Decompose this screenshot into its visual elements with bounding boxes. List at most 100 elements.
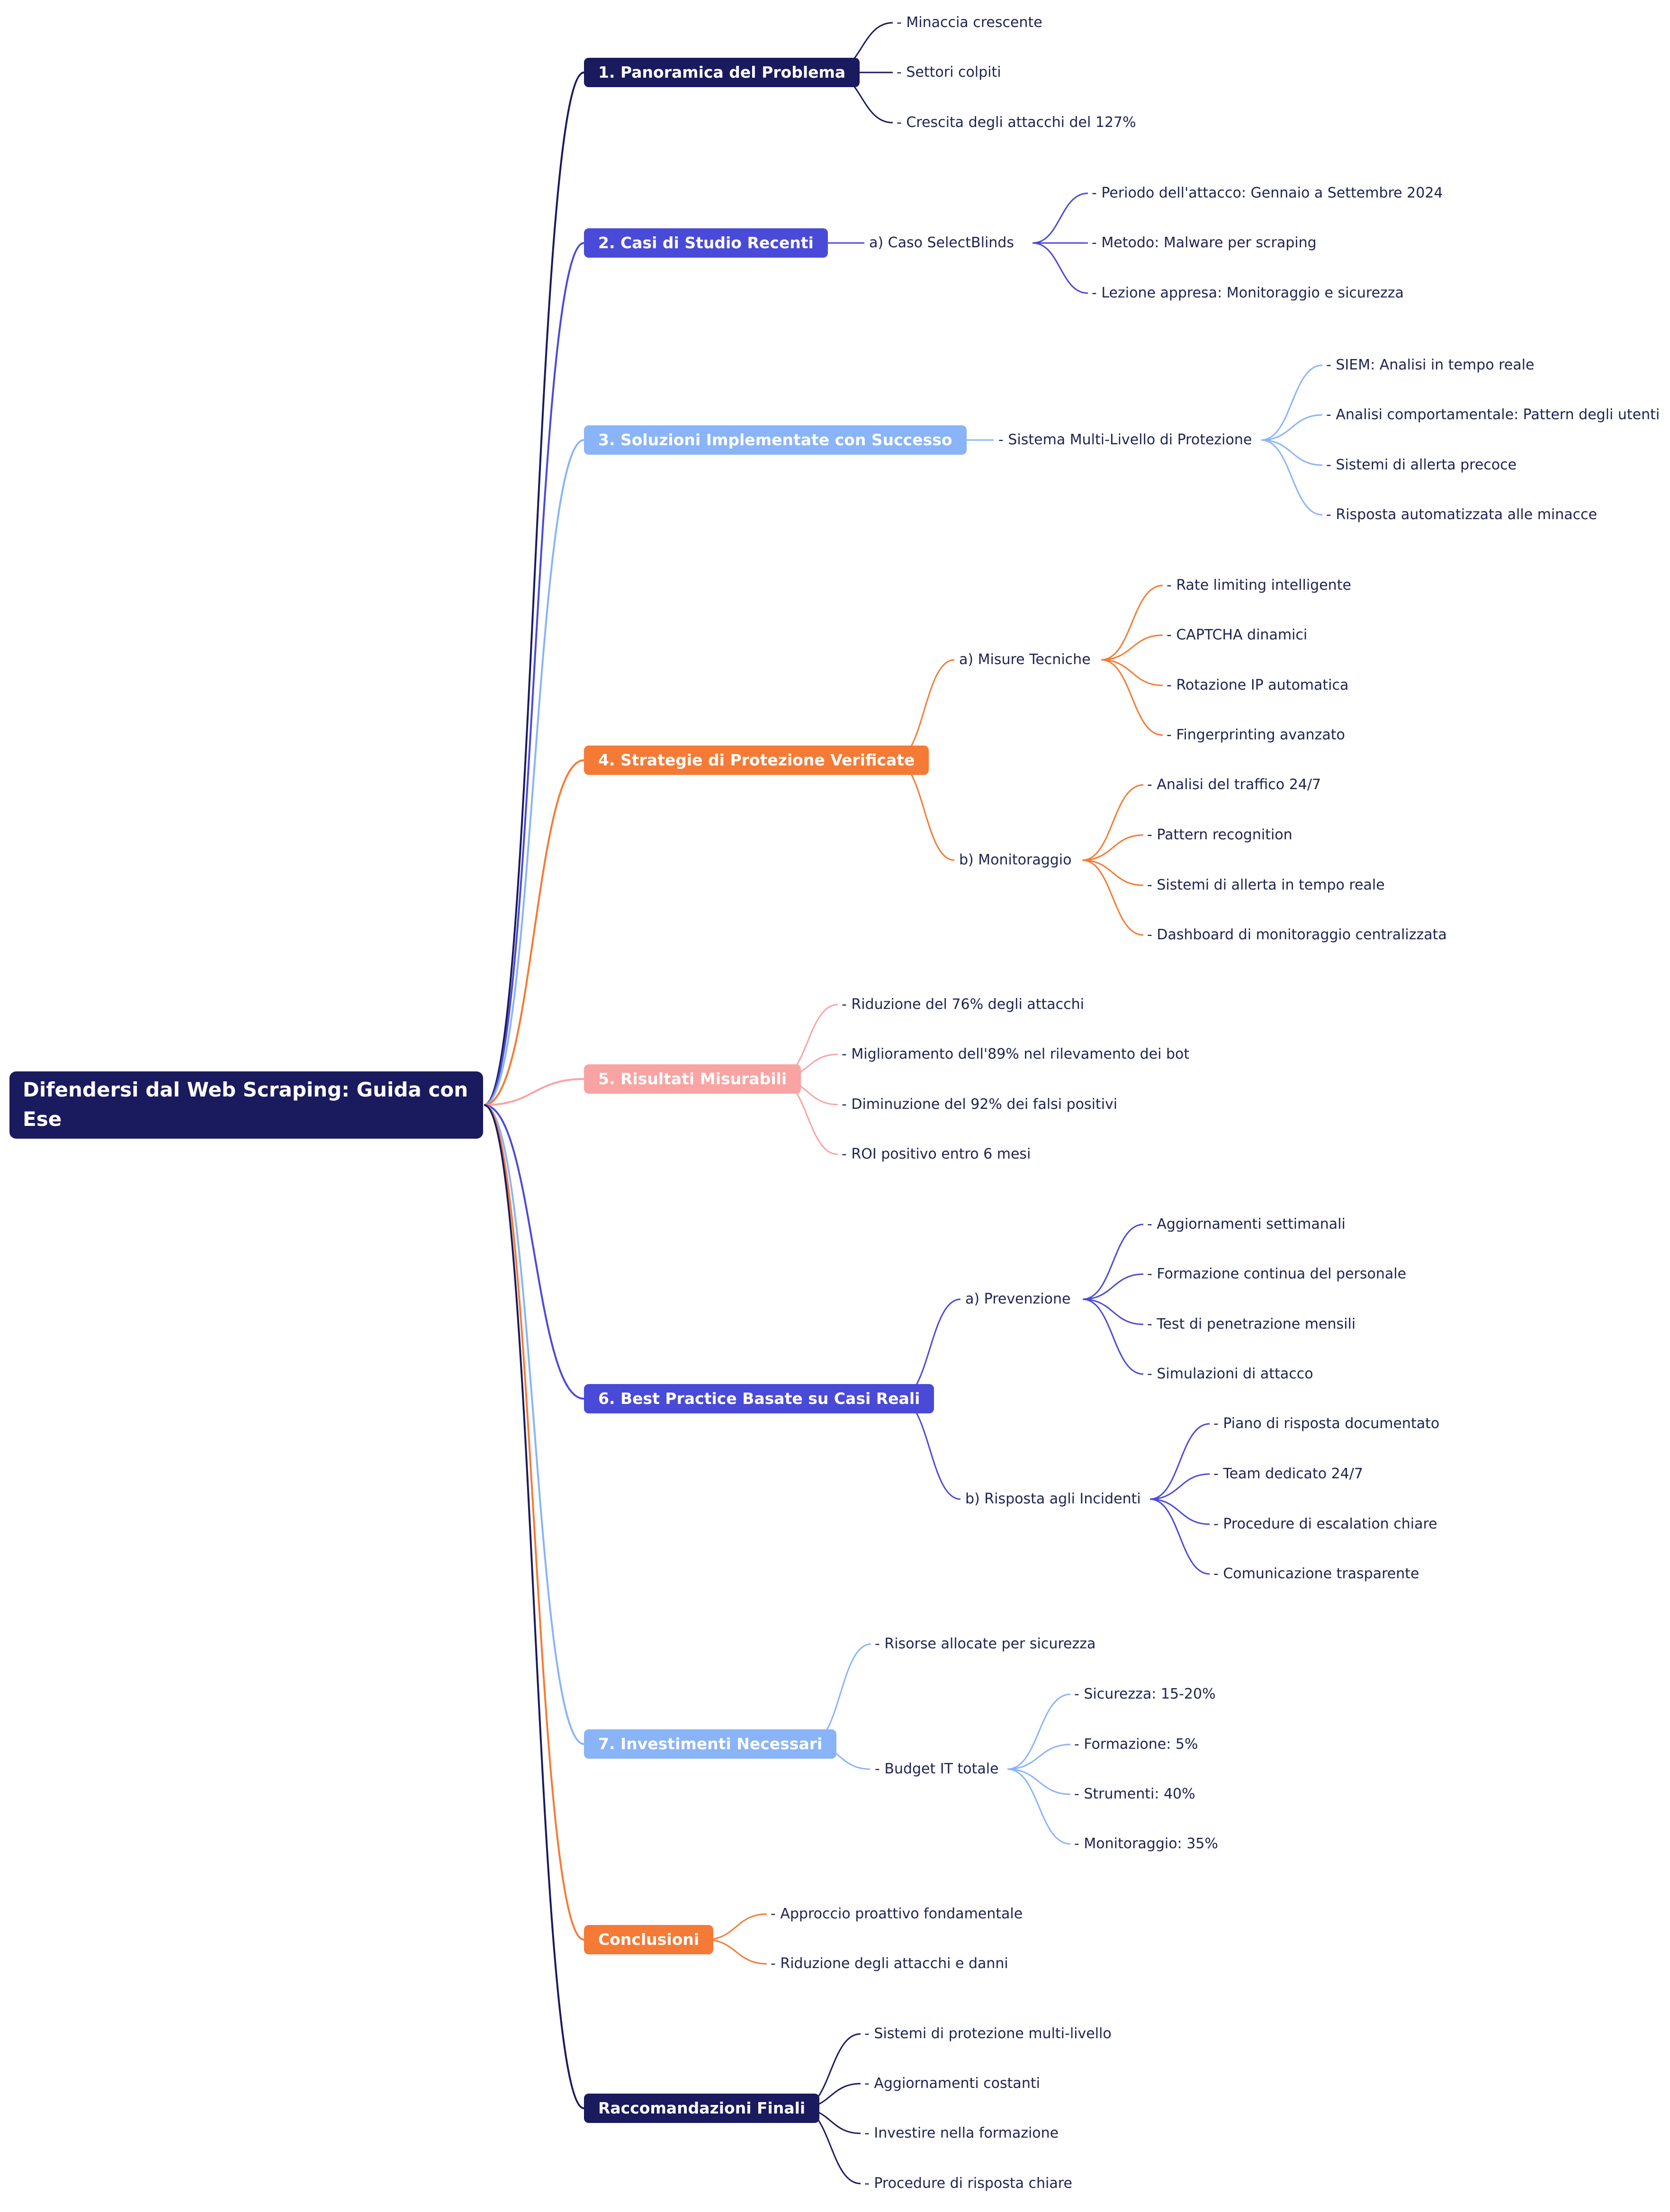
leaf-connector [1149, 1498, 1210, 1525]
leaf-test-penetrazione: - Test di penetrazione mensili [1147, 1316, 1356, 1332]
sub-budget-it[interactable]: - Budget IT totale [875, 1761, 999, 1777]
branch-connector [484, 439, 584, 1106]
leaf-rate-limiting: - Rate limiting intelligente [1167, 577, 1351, 593]
leaf-settori: - Settori colpiti [897, 64, 1001, 81]
sub-caso-selectblinds[interactable]: a) Caso SelectBlinds [869, 234, 1014, 251]
leaf-monitoraggio-pct: - Monitoraggio: 35% [1074, 1835, 1218, 1852]
leaf-connector [1261, 414, 1323, 441]
branch-connector [484, 1104, 584, 1745]
branch-connector [484, 72, 584, 1106]
leaf-lezione: - Lezione appresa: Monitoraggio e sicure… [1092, 285, 1404, 301]
leaf-approccio-proattivo: - Approccio proattivo fondamentale [771, 1906, 1023, 1922]
leaf-siem: - SIEM: Analisi in tempo reale [1326, 357, 1535, 373]
leaf-comunicazione: - Comunicazione trasparente [1213, 1565, 1419, 1582]
leaf-formazione-continua: - Formazione continua del personale [1147, 1266, 1407, 1282]
leaf-allerta-precoce: - Sistemi di allerta precoce [1326, 457, 1517, 473]
leaf-sicurezza-pct: - Sicurezza: 15-20% [1074, 1686, 1216, 1702]
sub-misure-tecniche[interactable]: a) Misure Tecniche [959, 651, 1091, 668]
sub-monitoraggio[interactable]: b) Monitoraggio [959, 852, 1072, 868]
branch-connector [484, 759, 584, 1106]
leaf-connector [1101, 584, 1163, 661]
leaf-connector [1101, 659, 1163, 686]
leaf-connector [705, 1939, 767, 1965]
leaf-connector [1007, 1768, 1071, 1845]
leaf-riduzione-76: - Riduzione del 76% degli attacchi [842, 996, 1085, 1013]
leaf-diminuzione-92: - Diminuzione del 92% dei falsi positivi [842, 1096, 1118, 1113]
leaf-strumenti-pct: - Strumenti: 40% [1074, 1786, 1195, 1802]
leaf-analisi-traffico: - Analisi del traffico 24/7 [1147, 776, 1321, 793]
leaf-minaccia: - Minaccia crescente [897, 14, 1042, 31]
leaf-simulazioni: - Simulazioni di attacco [1147, 1366, 1313, 1382]
leaf-connector [1149, 1473, 1210, 1500]
branch-panoramica[interactable]: 1. Panoramica del Problema [584, 58, 860, 87]
branch-strategie[interactable]: 4. Strategie di Protezione Verificate [584, 746, 929, 775]
sub-prevenzione[interactable]: a) Prevenzione [965, 1291, 1071, 1307]
leaf-procedure-risposta: - Procedure di risposta chiare [864, 2175, 1072, 2192]
root-node[interactable]: Difendersi dal Web Scraping: Guida con E… [9, 1071, 483, 1160]
leaf-connector [1082, 1298, 1144, 1325]
branch-best-practice[interactable]: 6. Best Practice Basate su Casi Reali [584, 1384, 934, 1413]
sub-connector [894, 759, 955, 861]
leaf-metodo: - Metodo: Malware per scraping [1092, 234, 1317, 251]
sub-sistema-multilivello[interactable]: - Sistema Multi-Livello di Protezione [998, 432, 1252, 448]
leaf-connector [1261, 439, 1323, 516]
leaf-connector [1261, 364, 1323, 441]
leaf-aggiornamenti-settimanali: - Aggiornamenti settimanali [1147, 1216, 1346, 1232]
leaf-connector [1082, 859, 1144, 936]
leaf-aggiornamenti-costanti: - Aggiornamenti costanti [864, 2075, 1040, 2092]
branch-conclusioni[interactable]: Conclusioni [584, 1925, 714, 1954]
leaf-rotazione-ip: - Rotazione IP automatica [1167, 677, 1349, 693]
leaf-sistemi-multilivello: - Sistemi di protezione multi-livello [864, 2025, 1112, 2042]
leaf-captcha: - CAPTCHA dinamici [1167, 627, 1308, 643]
leaf-connector [1082, 1298, 1144, 1375]
leaf-formazione-pct: - Formazione: 5% [1074, 1736, 1198, 1753]
root-title-line-2: mpi Reali [23, 1137, 127, 1160]
root-title-line-1: Difendersi dal Web Scraping: Guida con E… [23, 1078, 468, 1131]
leaf-piano-risposta: - Piano di risposta documentato [1213, 1415, 1440, 1432]
leaf-periodo: - Periodo dell'attacco: Gennaio a Settem… [1092, 185, 1443, 201]
leaf-analisi-comportamentale: - Analisi comportamentale: Pattern degli… [1326, 406, 1660, 423]
leaf-connector [705, 1913, 767, 1941]
leaf-connector [1032, 192, 1088, 244]
leaf-allerta-tempo-reale: - Sistemi di allerta in tempo reale [1147, 877, 1385, 893]
leaf-connector [1082, 1273, 1144, 1300]
leaf-miglioramento-89: - Miglioramento dell'89% nel rilevamento… [842, 1046, 1190, 1062]
leaf-connector [1007, 1693, 1071, 1770]
sub-risposta-incidenti[interactable]: b) Risposta agli Incidenti [965, 1491, 1141, 1507]
leaf-risposta-automatizzata: - Risposta automatizzata alle minacce [1326, 506, 1598, 523]
leaf-riduzione-attacchi: - Riduzione degli attacchi e danni [771, 1955, 1008, 1972]
branch-connector [484, 1104, 584, 2109]
branch-casi-studio[interactable]: 2. Casi di Studio Recenti [584, 228, 828, 258]
leaf-connector [1149, 1498, 1210, 1575]
branch-investimenti[interactable]: 7. Investimenti Necessari [584, 1729, 837, 1759]
branch-connector [484, 1104, 584, 1400]
leaf-connector [1082, 784, 1144, 861]
leaf-risorse-allocate: - Risorse allocate per sicurezza [875, 1636, 1096, 1652]
leaf-escalation: - Procedure di escalation chiare [1213, 1516, 1437, 1532]
branch-connector [484, 1078, 584, 1106]
leaf-connector [1007, 1768, 1071, 1795]
sub-connector [898, 1398, 961, 1500]
leaf-connector [1101, 634, 1163, 661]
branch-raccomandazioni[interactable]: Raccomandazioni Finali [584, 2094, 820, 2123]
leaf-connector [1149, 1423, 1210, 1500]
leaf-crescita: - Crescita degli attacchi del 127% [897, 114, 1136, 131]
leaf-dashboard: - Dashboard di monitoraggio centralizzat… [1147, 926, 1447, 943]
leaf-pattern-recognition: - Pattern recognition [1147, 827, 1293, 843]
branch-soluzioni[interactable]: 3. Soluzioni Implementate con Successo [584, 425, 967, 455]
branch-risultati[interactable]: 5. Risultati Misurabili [584, 1064, 801, 1094]
leaf-roi: - ROI positivo entro 6 mesi [842, 1146, 1031, 1162]
leaf-investire-formazione: - Investire nella formazione [864, 2125, 1059, 2141]
branch-connector [484, 1104, 584, 1941]
leaf-connector [1082, 834, 1144, 861]
leaf-connector [1032, 242, 1088, 294]
leaf-connector [1261, 439, 1323, 466]
leaf-team-dedicato: - Team dedicato 24/7 [1213, 1466, 1363, 1482]
leaf-connector [1007, 1744, 1071, 1770]
branch-connector [484, 242, 584, 1106]
leaf-connector [1101, 659, 1163, 736]
leaf-connector [1082, 859, 1144, 886]
leaf-fingerprinting: - Fingerprinting avanzato [1167, 727, 1345, 743]
